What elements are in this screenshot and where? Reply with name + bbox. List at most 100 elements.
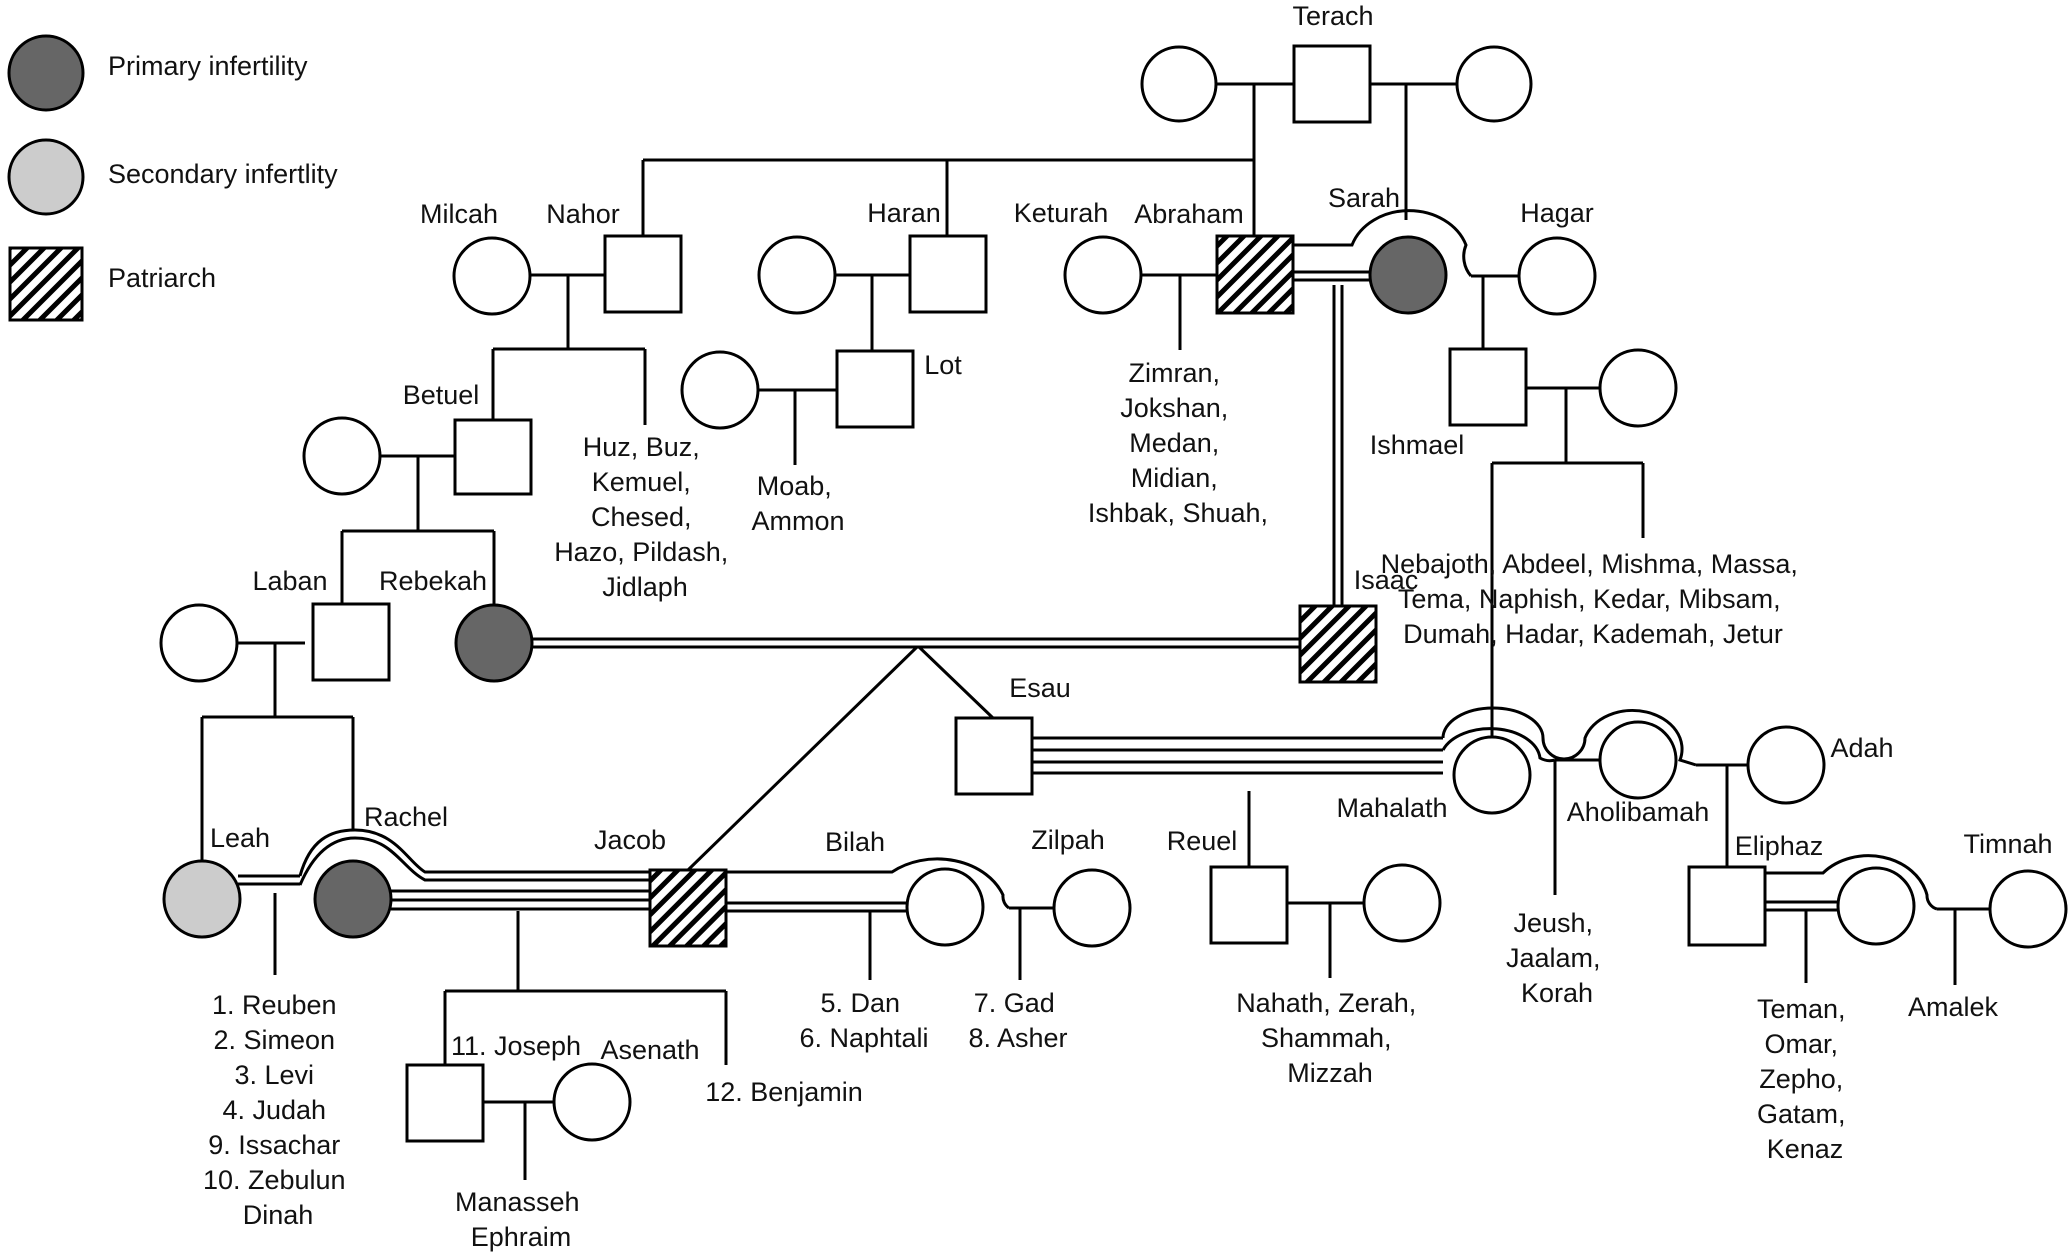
haran-wife-symbol	[757, 235, 837, 315]
joseph-symbol	[405, 1063, 485, 1143]
label-sarah: Sarah	[1328, 183, 1400, 213]
label-betuel: Betuel	[403, 380, 480, 410]
terach-wife-left-symbol	[1140, 45, 1218, 123]
label-asenath: Asenath	[600, 1035, 699, 1065]
ishmael-son-line: Nebajoth, Abdeel, Mishma, Massa,	[1381, 549, 1798, 579]
reuel-son-line: Shammah,	[1261, 1023, 1392, 1053]
rachel-symbol	[313, 859, 393, 939]
aholibamah-son-line: Jaalam,	[1506, 943, 1601, 973]
joseph-son-line: Ephraim	[471, 1222, 572, 1252]
legend: Primary infertility Secondary infertlity…	[7, 34, 338, 322]
ishmael-son-line: Dumah, Hadar, Kademah, Jetur	[1403, 619, 1783, 649]
betuel-wife-symbol	[302, 416, 382, 496]
eliphaz-son-line: Teman,	[1757, 994, 1846, 1024]
label-jacob: Jacob	[594, 825, 666, 855]
nahor-son-line: Hazo, Pildash,	[554, 537, 728, 567]
label-joseph: 11. Joseph	[451, 1031, 581, 1061]
keturah-son-line: Medan,	[1129, 428, 1219, 458]
nahor-son-line: Chesed,	[591, 502, 692, 532]
leah-jacob-hop-outer	[298, 828, 650, 877]
keturah-son-line: Jokshan,	[1120, 393, 1228, 423]
legend-patriarch-label: Patriarch	[108, 263, 216, 293]
label-benjamin: 12. Benjamin	[705, 1077, 863, 1107]
eliphaz-timnah-arc	[1765, 854, 1938, 911]
lot-son-line: Moab,	[757, 471, 832, 501]
aholibamah-sons-text: Jeush, Jaalam, Korah	[1506, 908, 1608, 1008]
label-reuel: Reuel	[1167, 826, 1238, 856]
keturah-son-line: Zimran,	[1128, 358, 1220, 388]
individuals	[159, 44, 2068, 1143]
ishmael-symbol	[1448, 347, 1528, 427]
reuel-son-line: Nahath, Zerah,	[1236, 988, 1416, 1018]
legend-secondary-circle	[7, 138, 85, 216]
sarah-symbol	[1368, 235, 1448, 315]
ishmael-sons-text: Nebajoth, Abdeel, Mishma, Massa, Tema, N…	[1381, 549, 1806, 649]
lot-wife-symbol	[680, 350, 760, 430]
terach-symbol	[1292, 44, 1372, 124]
reuel-son-line: Mizzah	[1287, 1058, 1373, 1088]
keturah-son-line: Ishbak, Shuah,	[1088, 498, 1268, 528]
leah-son-line: 3. Levi	[234, 1060, 314, 1090]
legend-patriarch-square	[8, 246, 84, 322]
nahor-son-line: Jidlaph	[602, 572, 688, 602]
reuel-sons-text: Nahath, Zerah, Shammah, Mizzah	[1236, 988, 1424, 1088]
label-keturah: Keturah	[1014, 198, 1109, 228]
leah-son-line: Dinah	[243, 1200, 314, 1230]
lot-sons-text: Moab, Ammon	[751, 471, 844, 536]
label-laban: Laban	[252, 566, 327, 596]
joseph-son-line: Manasseh	[455, 1187, 580, 1217]
label-hagar: Hagar	[1520, 198, 1594, 228]
aholibamah-symbol	[1598, 720, 1678, 800]
abraham-hagar-arc	[1292, 209, 1473, 277]
jacob-descent-line	[686, 644, 920, 872]
label-bilah: Bilah	[825, 827, 885, 857]
ishmael-son-line: Tema, Naphish, Kedar, Mibsam,	[1398, 584, 1781, 614]
eliphaz-sons-text: Teman, Omar, Zepho, Gatam, Kenaz	[1757, 994, 1853, 1164]
leah-son-line: 4. Judah	[222, 1095, 326, 1125]
label-amalek: Amalek	[1908, 992, 1999, 1022]
eliphaz-son-line: Omar,	[1764, 1029, 1838, 1059]
nahor-son-line: Kemuel,	[592, 467, 691, 497]
esau-mahalath-arc-outer	[1441, 706, 1697, 767]
bilah-symbol	[905, 867, 985, 947]
label-eliphaz: Eliphaz	[1735, 831, 1824, 861]
legend-primary-circle	[7, 34, 85, 112]
zilpah-symbol	[1052, 868, 1132, 948]
lot-son-line: Ammon	[751, 506, 844, 536]
label-rachel: Rachel	[364, 802, 448, 832]
label-ishmael: Ishmael	[1370, 430, 1465, 460]
label-leah: Leah	[210, 823, 270, 853]
keturah-sons-text: Zimran, Jokshan, Medan, Midian, Ishbak, …	[1088, 358, 1268, 528]
mahalath-symbol	[1452, 735, 1532, 815]
adah-symbol	[1746, 725, 1826, 805]
timnah-symbol	[1988, 869, 2068, 949]
eliphaz-son-line: Zepho,	[1759, 1064, 1843, 1094]
connection-lines	[200, 82, 1990, 1180]
label-milcah: Milcah	[420, 199, 498, 229]
legend-primary-label: Primary infertility	[108, 51, 308, 81]
bilah-sons-text: 5. Dan 6. Naphtali	[799, 988, 928, 1053]
legend-secondary-label: Secondary infertlity	[108, 159, 338, 189]
leah-symbol	[162, 859, 242, 939]
label-rebekah: Rebekah	[379, 566, 487, 596]
esau-descent-line	[916, 644, 995, 720]
nahor-son-line: Huz, Buz,	[583, 432, 700, 462]
eliphaz-son-line: Kenaz	[1767, 1134, 1844, 1164]
zilpah-sons-text: 7. Gad 8. Asher	[968, 988, 1067, 1053]
keturah-son-line: Midian,	[1131, 463, 1218, 493]
label-haran: Haran	[867, 198, 941, 228]
hagar-symbol	[1517, 236, 1597, 316]
name-labels: Terach Milcah Nahor Haran Keturah Abraha…	[210, 1, 2053, 1107]
reuel-wife-symbol	[1362, 863, 1442, 943]
joseph-sons-text: Manasseh Ephraim	[455, 1187, 587, 1252]
label-zilpah: Zilpah	[1031, 825, 1105, 855]
leah-son-line: 9. Issachar	[208, 1130, 340, 1160]
reuel-symbol	[1209, 865, 1289, 945]
laban-symbol	[311, 602, 391, 682]
ishmael-wife-symbol	[1598, 348, 1678, 428]
offspring-lists: Huz, Buz, Kemuel, Chesed, Hazo, Pildash,…	[203, 358, 1853, 1252]
label-esau: Esau	[1009, 673, 1071, 703]
abraham-symbol	[1215, 234, 1295, 315]
esau-mahalath-arc-inner	[1441, 727, 1556, 763]
keturah-symbol	[1063, 235, 1143, 315]
